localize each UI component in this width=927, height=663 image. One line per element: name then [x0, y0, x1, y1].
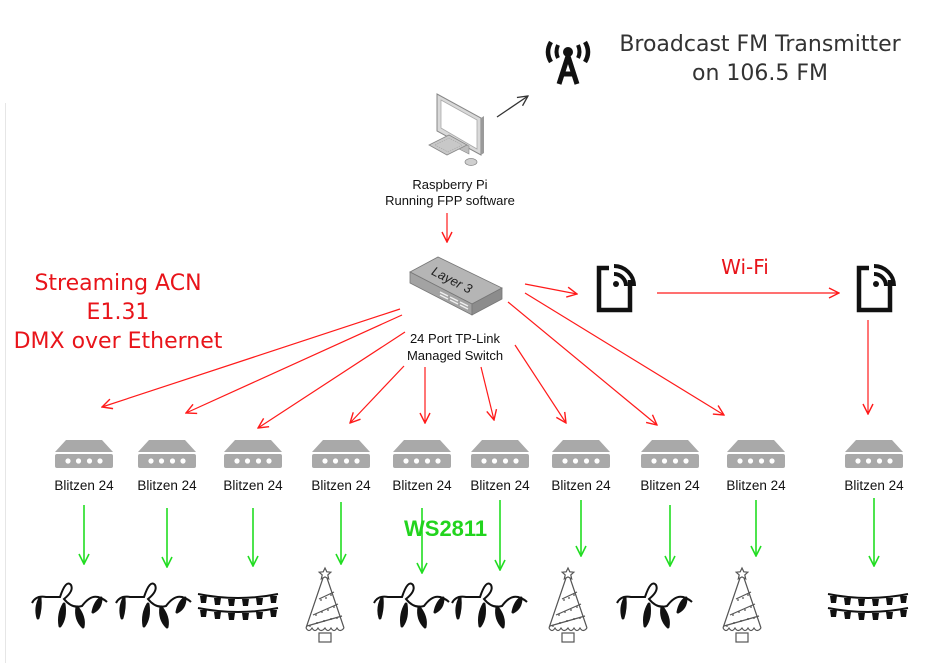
wireless-bridge-icon	[599, 266, 634, 310]
protocol-line3: DMX over Ethernet	[13, 329, 223, 354]
blitzen-controller-icon	[727, 440, 785, 468]
blitzen-controller-icon	[138, 440, 196, 468]
c9-string-lights-icon	[615, 582, 694, 629]
controller-label: Blitzen 24	[640, 478, 700, 493]
eth-arrow-1	[102, 308, 401, 407]
raspberry-pi-label: Raspberry Pi Running FPP software	[370, 177, 530, 209]
controller-label: Blitzen 24	[470, 478, 530, 493]
pi-label-line1: Raspberry Pi	[412, 177, 488, 192]
blitzen-controller-icon	[224, 440, 282, 468]
eth-arrow-2	[186, 314, 403, 413]
c9-string-lights-icon	[450, 582, 529, 629]
controller-label: Blitzen 24	[551, 478, 611, 493]
ethernet-arrows	[102, 283, 868, 428]
blitzen-controller-icon	[845, 440, 903, 468]
blitzen-controller-icon	[55, 440, 113, 468]
switch-label: 24 Port TP-Link Managed Switch	[385, 330, 525, 364]
blitzen-controller-icon	[393, 440, 451, 468]
controller-label: Blitzen 24	[392, 478, 452, 493]
controller-label: Blitzen 24	[311, 478, 371, 493]
mini-bulb-garland-icon	[197, 593, 279, 621]
wifi-label: Wi-Fi	[721, 255, 769, 279]
eth-arrow-9	[524, 292, 724, 415]
desktop-computer-icon	[428, 93, 484, 166]
controllers-row	[55, 440, 903, 468]
eth-arrow-3	[258, 331, 406, 428]
blitzen-controller-icon	[641, 440, 699, 468]
controller-label: Blitzen 24	[223, 478, 283, 493]
pixel-arrows	[84, 498, 874, 573]
mini-bulb-garland-icon	[827, 593, 909, 621]
eth-arrow-4	[350, 365, 405, 423]
blitzen-controller-icon	[312, 440, 370, 468]
eth-arrow-8	[507, 301, 657, 425]
c9-string-lights-icon	[372, 582, 451, 629]
c9-string-lights-icon	[114, 582, 193, 629]
ws2811-label: WS2811	[404, 516, 488, 541]
controller-label: Blitzen 24	[137, 478, 197, 493]
antenna-icon	[545, 40, 591, 85]
uplink-arrow	[496, 96, 528, 118]
blitzen-controller-icon	[471, 440, 529, 468]
network-switch-icon: Layer 3	[409, 256, 503, 316]
blitzen-controller-icon	[552, 440, 610, 468]
eth-arrow-7	[514, 344, 566, 423]
christmas-tree-icon	[548, 567, 588, 643]
fm-label-line1: Broadcast FM Transmitter	[619, 32, 901, 57]
pi-label-line2: Running FPP software	[385, 193, 515, 208]
protocol-line1: Streaming ACN	[34, 271, 202, 296]
eth-arrow-6	[480, 366, 494, 420]
fm-label-line2: on 106.5 FM	[691, 61, 828, 86]
switch-label-line2: Managed Switch	[406, 348, 504, 363]
protocol-line2: E1.31	[86, 300, 150, 325]
side-panel-border	[5, 103, 6, 663]
controller-label: Blitzen 24	[726, 478, 786, 493]
c9-string-lights-icon	[30, 582, 109, 629]
fm-transmitter-label: Broadcast FM Transmitter on 106.5 FM	[610, 30, 910, 88]
protocol-label: Streaming ACN E1.31 DMX over Ethernet	[0, 269, 236, 356]
christmas-tree-icon	[722, 567, 762, 643]
controller-label: Blitzen 24	[844, 478, 904, 493]
props-row	[30, 567, 909, 643]
eth-arrow-bridge	[524, 283, 577, 294]
wireless-bridge-icon	[859, 266, 894, 310]
christmas-tree-icon	[305, 567, 345, 643]
controller-label: Blitzen 24	[54, 478, 114, 493]
switch-label-line1: 24 Port TP-Link	[409, 331, 501, 346]
